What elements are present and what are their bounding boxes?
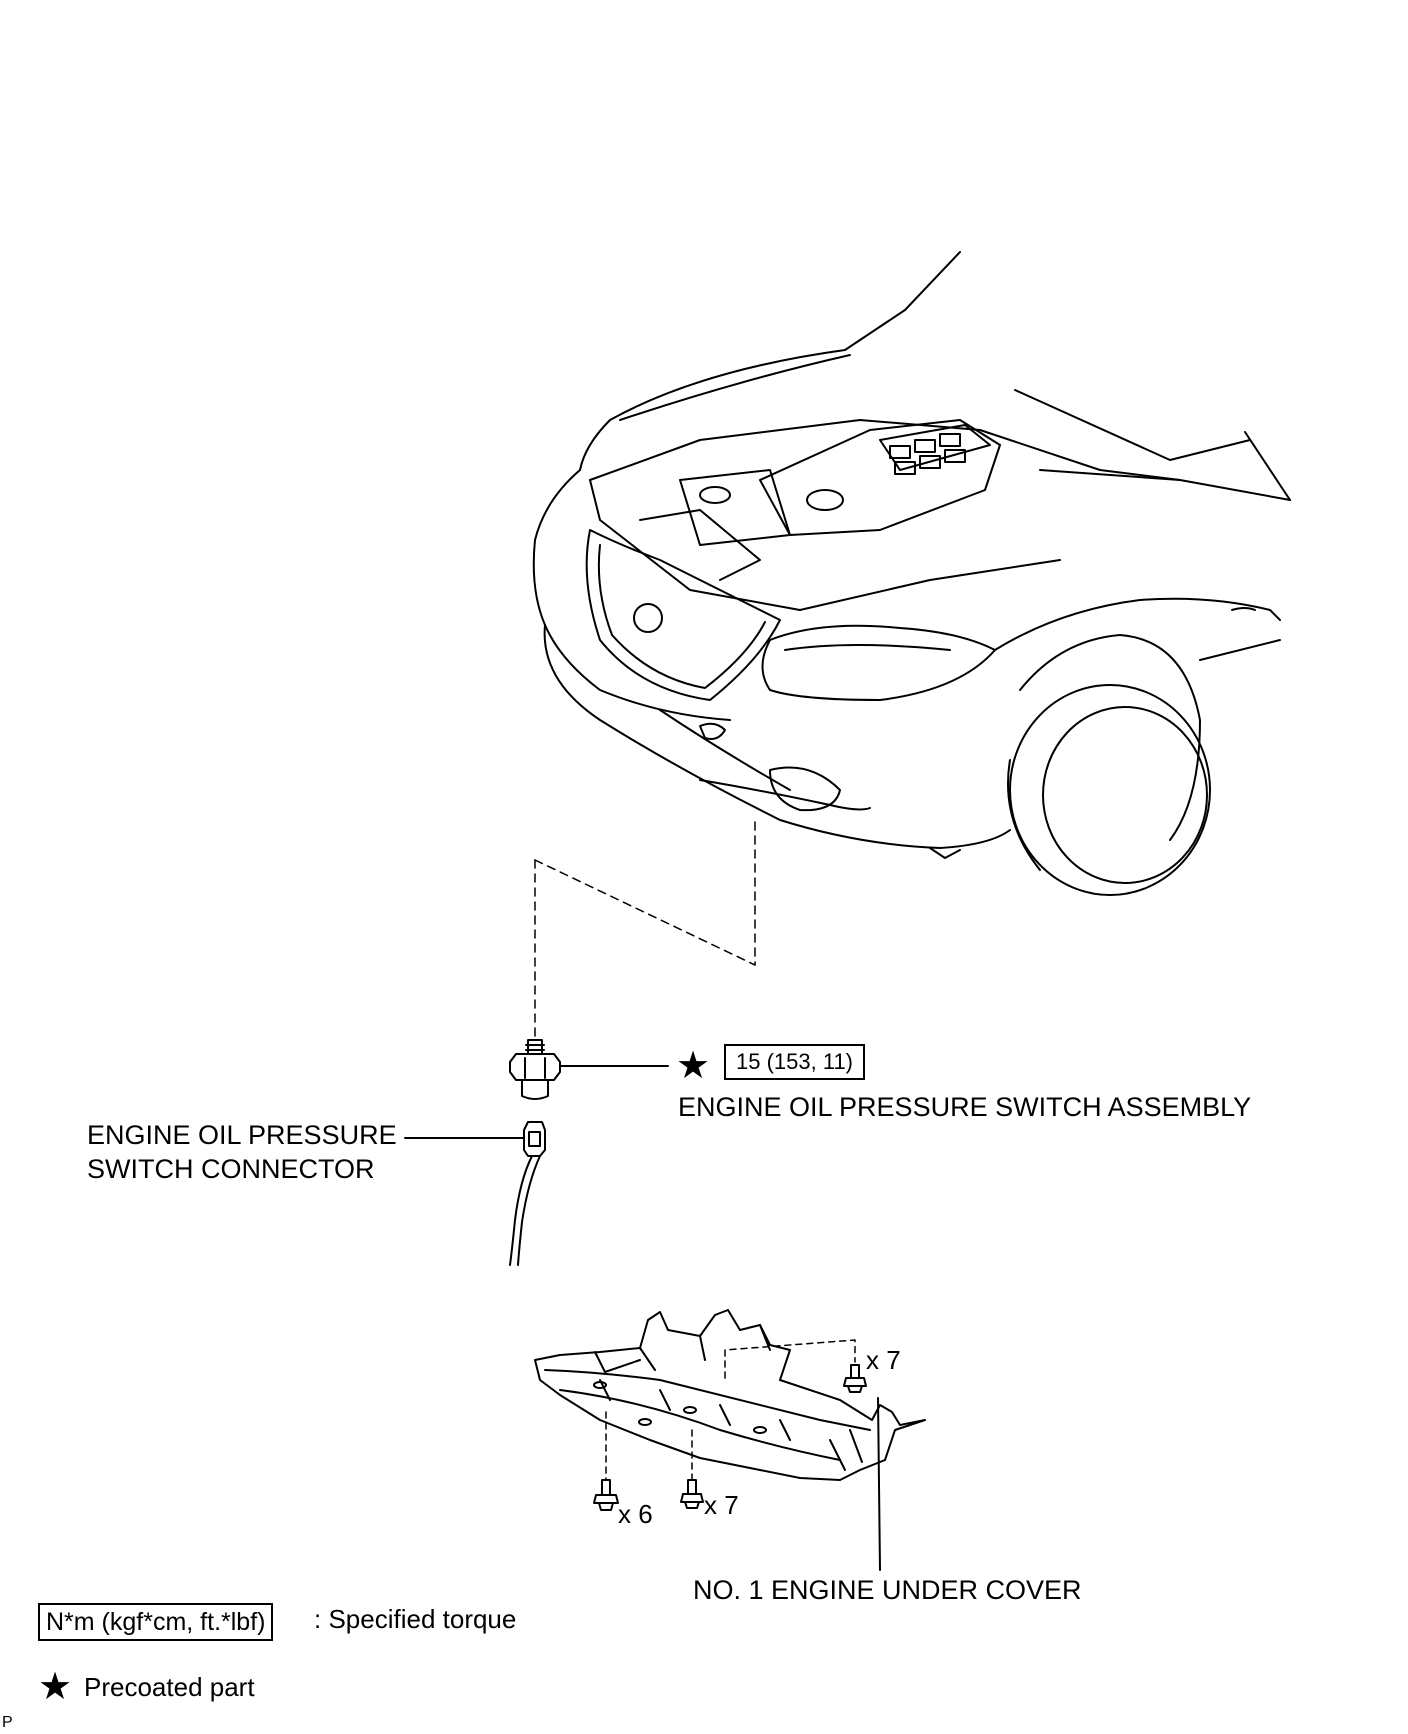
legend-torque-desc: : Specified torque [314,1604,517,1634]
bolt-icon [680,1479,704,1509]
connector-label-line2: SWITCH CONNECTOR [87,1154,375,1184]
fastener-count-lower-left: x 6 [618,1499,653,1529]
connector-label-line1: ENGINE OIL PRESSURE [87,1120,397,1150]
under-cover-label: NO. 1 ENGINE UNDER COVER [693,1575,1082,1605]
bolt-icons [593,1364,867,1511]
bolt-icon [593,1479,619,1511]
bolt-icon [843,1364,867,1393]
legend-precoated-desc: Precoated part [84,1672,255,1702]
fastener-count-lower-middle: x 7 [704,1490,739,1520]
fastener-count-upper: x 7 [866,1345,901,1375]
corner-mark: P [2,1714,13,1731]
switch-connector-illustration [404,1121,546,1266]
engine-under-cover-illustration [534,1309,926,1481]
legend-torque-box: N*m (kgf*cm, ft.*lbf) [38,1603,274,1641]
torque-spec-box: 15 (153, 11) [724,1044,866,1080]
vehicle-illustration [532,251,1291,896]
under-cover-leader [877,1397,881,1571]
oil-pressure-switch-illustration [509,1039,669,1100]
legend-star-icon: ★ [38,1666,73,1708]
precoated-star-icon: ★ [676,1045,711,1087]
switch-assembly-label: ENGINE OIL PRESSURE SWITCH ASSEMBLY [678,1092,1252,1122]
location-leader-lines [534,821,756,1043]
fastener-leader-lines [605,1339,856,1481]
